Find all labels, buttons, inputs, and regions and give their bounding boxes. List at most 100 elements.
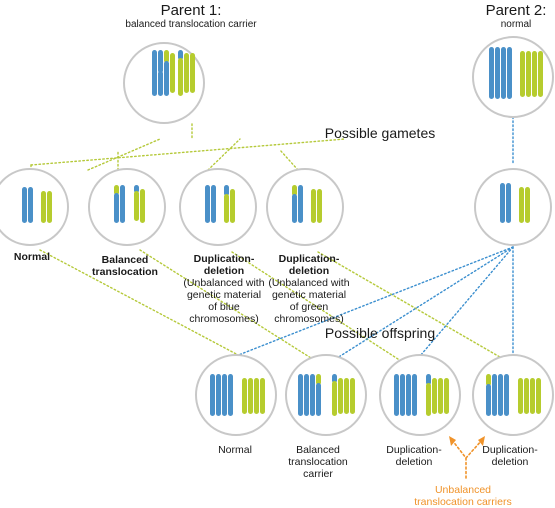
chromosome: [518, 378, 523, 414]
chromosome: [140, 189, 145, 223]
chromosome: [311, 189, 316, 223]
parent2-gamete-cell: [474, 168, 552, 246]
p2-offspring-link: [325, 246, 514, 366]
arrow-right-shaft: [465, 439, 483, 459]
chromosome: [538, 51, 543, 97]
chromosome: [489, 47, 494, 99]
tree-branch: [279, 149, 299, 171]
tree-branch: [207, 138, 241, 171]
gamete-offspring-link: [39, 249, 241, 357]
gamete-name: Balanced translocation: [92, 254, 158, 279]
chromosome: [248, 378, 253, 414]
chromosome-segment: [178, 50, 183, 60]
chromosome-segment: [486, 374, 491, 386]
chromosome: [304, 374, 309, 416]
gamete-label-dupdel-green: Duplication-deletion(Unbalanced with gen…: [267, 253, 351, 325]
tree-branch: [87, 138, 161, 171]
chromosome: [211, 185, 216, 223]
chromosome-segment: [426, 383, 431, 416]
cell-circles: [0, 36, 554, 436]
gamete-name: Duplication-deletion: [193, 253, 255, 278]
gamete-offspring-link: [231, 251, 416, 371]
chromosome: [41, 191, 46, 223]
p2-offspring-link: [419, 246, 514, 357]
offspring-heading: Possible offspring: [324, 325, 436, 341]
chromosome: [498, 374, 503, 416]
chromosome-segment: [158, 50, 163, 73]
chromosome: [120, 185, 125, 223]
chromosome-segment: [224, 185, 229, 196]
chromosome-segment: [158, 71, 163, 96]
offspring-label-normal: Normal: [218, 444, 252, 456]
chromosome-segment: [164, 50, 169, 63]
connector-lines: [30, 116, 514, 371]
chromosome: [152, 50, 157, 96]
arrow-left-shaft: [451, 439, 467, 479]
chromosome: [524, 378, 529, 414]
chromosome: [500, 183, 505, 223]
chromosome: [338, 378, 343, 414]
chromosome-segment: [332, 374, 337, 383]
chromosome: [228, 374, 233, 416]
offspring-label-dupdel-1: Duplication-deletion: [386, 444, 442, 469]
gamete-label-dupdel-blue: Duplication-deletion(Unbalanced with gen…: [182, 253, 266, 325]
chromosome: [507, 47, 512, 99]
chromosome: [504, 374, 509, 416]
chromosome: [536, 378, 541, 414]
gamete-normal-cell: [0, 168, 69, 246]
parent1-title: Parent 1:: [160, 2, 222, 19]
chromosome: [400, 374, 405, 416]
chromosome: [170, 53, 175, 93]
arrow-right-head: [478, 436, 485, 446]
chromosome: [412, 374, 417, 416]
gamete-dupdel-blue-cell: [179, 168, 257, 246]
offspring-normal-cell: [195, 354, 277, 436]
chromosome-segment: [486, 384, 491, 416]
chromosome-segment: [164, 61, 169, 96]
chromosome-segment: [332, 381, 337, 416]
chromosome: [438, 378, 443, 414]
chromosome: [184, 53, 189, 93]
chromosome: [432, 378, 437, 414]
chromosome: [298, 374, 303, 416]
chromosome: [525, 187, 530, 223]
gamete-label-balanced: Balanced translocation: [80, 254, 170, 278]
chromosome-segment: [134, 191, 139, 221]
chromosome: [495, 47, 500, 99]
gamete-offspring-link: [139, 249, 331, 371]
chromosome: [530, 378, 535, 414]
chromosome: [394, 374, 399, 416]
gametes-heading: Possible gametes: [324, 125, 436, 141]
chromosome-segment: [316, 374, 321, 385]
gamete-dupdel-green-cell: [266, 168, 344, 246]
chromosome: [317, 189, 322, 223]
chromosome-segment: [224, 194, 229, 223]
offspring-dupdel-1-cell: [379, 354, 461, 436]
chromosome: [501, 47, 506, 99]
chromosome: [28, 187, 33, 223]
chromosome: [526, 51, 531, 97]
chromosome: [260, 378, 265, 414]
chromosome: [492, 374, 497, 416]
chromosome-segment: [316, 383, 321, 416]
parent2-subtitle: normal: [500, 19, 532, 30]
chromosome: [190, 53, 195, 93]
gamete-name: Normal: [13, 251, 51, 263]
offspring-label-dupdel-2: Duplication-deletion: [482, 444, 538, 469]
chromosome-segment: [292, 194, 297, 223]
offspring-label-balanced: Balanced translocation carrier: [288, 444, 348, 481]
chromosome: [216, 374, 221, 416]
chromosome: [519, 187, 524, 223]
chromosome: [406, 374, 411, 416]
chromosome: [222, 374, 227, 416]
parent1-subtitle: balanced translocation carrier: [125, 19, 257, 30]
chromosome: [532, 51, 537, 97]
chromosome: [520, 51, 525, 97]
chromosome-segment: [114, 185, 119, 195]
chromosome-segment: [114, 193, 119, 223]
gamete-detail: (Unbalanced with genetic material of blu…: [183, 277, 265, 326]
chromosome-segment: [292, 185, 297, 196]
gamete-offspring-link: [317, 251, 506, 361]
chromosome-segment: [134, 185, 139, 193]
chromosome: [506, 183, 511, 223]
